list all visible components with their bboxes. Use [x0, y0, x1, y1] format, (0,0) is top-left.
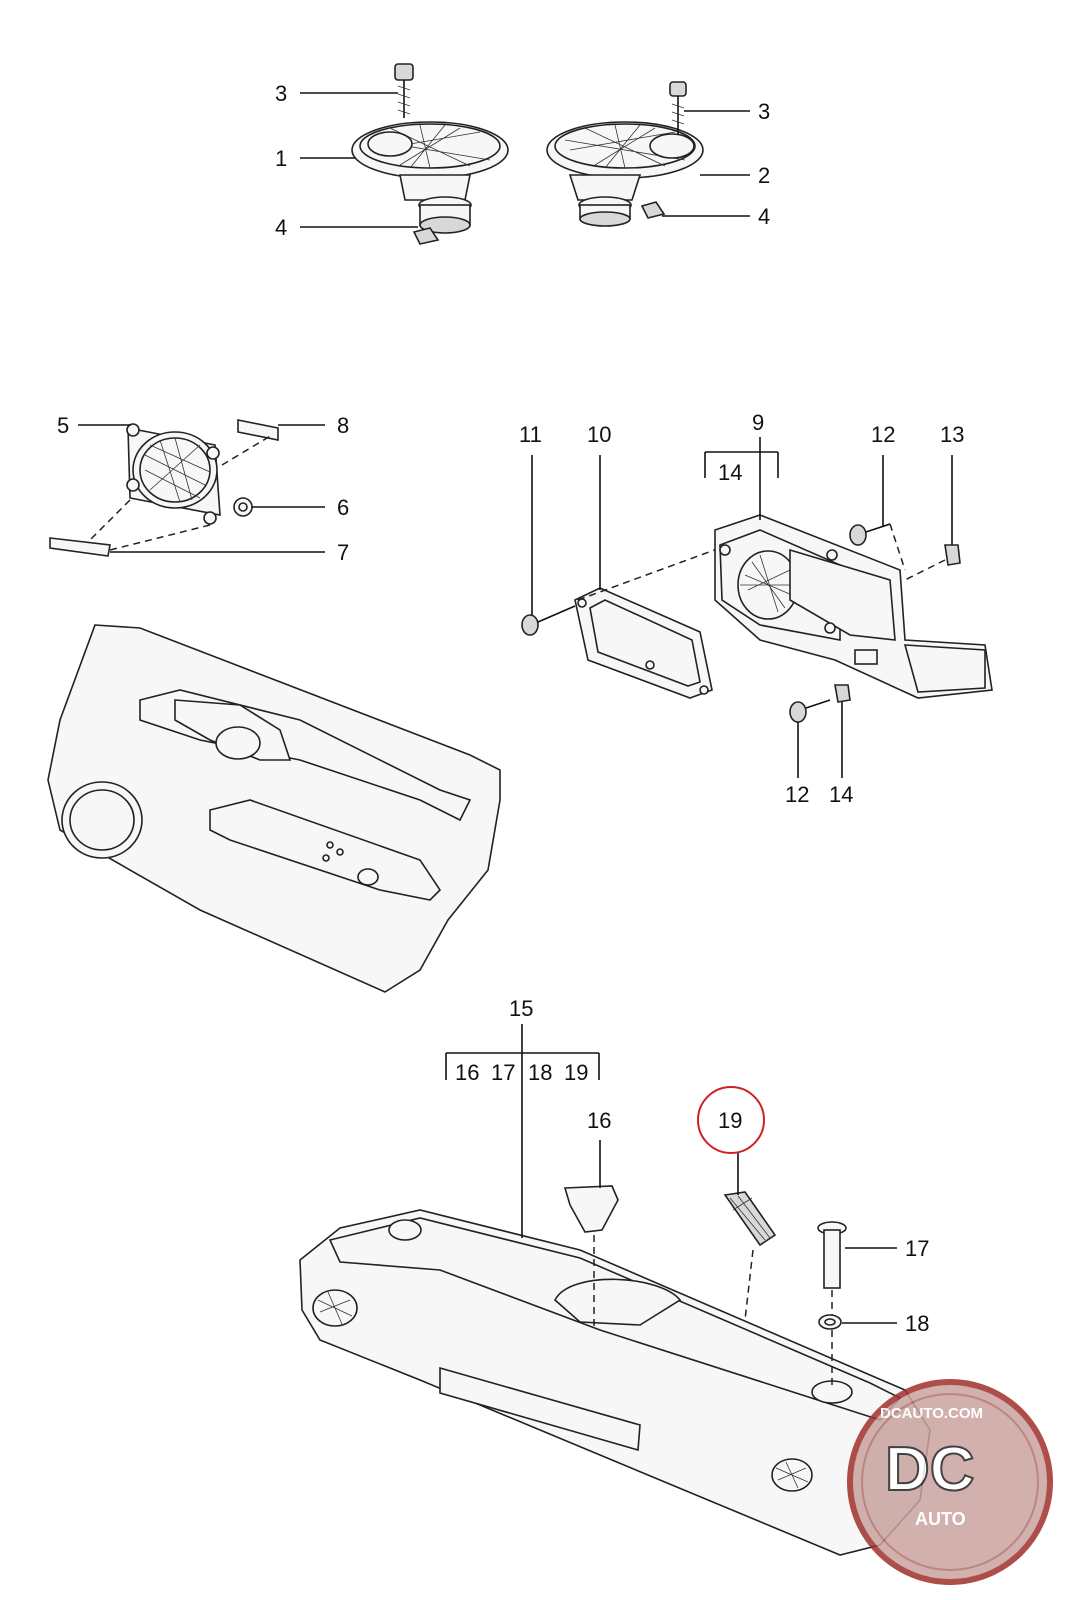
callout-5: 5 — [57, 413, 69, 438]
screw-part-11 — [521, 605, 576, 636]
callout-4-left: 4 — [275, 215, 287, 240]
pin-part-17 — [817, 1221, 847, 1289]
dcauto-logo: DCAUTO.COM DC AUTO — [847, 1379, 1053, 1585]
callout-14-group: 14 — [718, 460, 742, 485]
logo-site-text: DCAUTO.COM — [880, 1405, 983, 1422]
screw-part-12-upper — [849, 523, 891, 546]
grille-part-19 — [723, 1191, 777, 1247]
tweeter-part-5 — [126, 423, 221, 525]
screw-part-3-left — [394, 63, 414, 118]
group-15-item-16: 16 — [455, 1060, 479, 1085]
washer-part-18 — [818, 1314, 842, 1330]
clip-part-4-right — [640, 201, 666, 219]
callout-8: 8 — [337, 413, 349, 438]
logo-ring — [847, 1379, 1053, 1585]
bracket-part-8 — [237, 419, 279, 441]
clip-part-13 — [944, 544, 961, 566]
callout-14: 14 — [829, 782, 853, 807]
callout-10: 10 — [587, 422, 611, 447]
screw-part-12-lower — [789, 699, 831, 723]
callout-3-right: 3 — [758, 99, 770, 124]
callout-12-upper: 12 — [871, 422, 895, 447]
screw-part-3-right — [669, 81, 687, 135]
callout-19: 19 — [718, 1108, 742, 1133]
callout-3-left: 3 — [275, 81, 287, 106]
callout-6: 6 — [337, 495, 349, 520]
callout-17: 17 — [905, 1236, 929, 1261]
ring-part-6 — [233, 497, 253, 517]
group-15-item-19: 19 — [564, 1060, 588, 1085]
gasket-part-10 — [574, 587, 713, 699]
callout-4-right: 4 — [758, 204, 770, 229]
door-panel — [47, 624, 501, 993]
logo-auto-text: AUTO — [915, 1509, 966, 1529]
callout-9: 9 — [752, 410, 764, 435]
callout-13: 13 — [940, 422, 964, 447]
clip-part-4-left — [412, 227, 440, 245]
callout-18: 18 — [905, 1311, 929, 1336]
speaker-left-part-1 — [351, 121, 509, 234]
group-15-item-17: 17 — [491, 1060, 515, 1085]
console-part-15 — [299, 1209, 931, 1556]
logo-dc-text: DC — [885, 1435, 975, 1504]
speaker-right-part-2 — [546, 121, 704, 227]
pocket-part-16 — [563, 1185, 619, 1233]
callout-1: 1 — [275, 146, 287, 171]
clip-part-14 — [834, 684, 851, 703]
bracket-part-7 — [49, 537, 111, 557]
sub-enclosure-part-9 — [714, 514, 993, 699]
callout-7: 7 — [337, 540, 349, 565]
callout-11: 11 — [519, 422, 542, 447]
group-15-item-18: 18 — [528, 1060, 552, 1085]
callout-15: 15 — [509, 996, 533, 1021]
callout-16: 16 — [587, 1108, 611, 1133]
callout-12-lower: 12 — [785, 782, 809, 807]
callout-2: 2 — [758, 163, 770, 188]
highlight-circle-19 — [697, 1086, 765, 1154]
